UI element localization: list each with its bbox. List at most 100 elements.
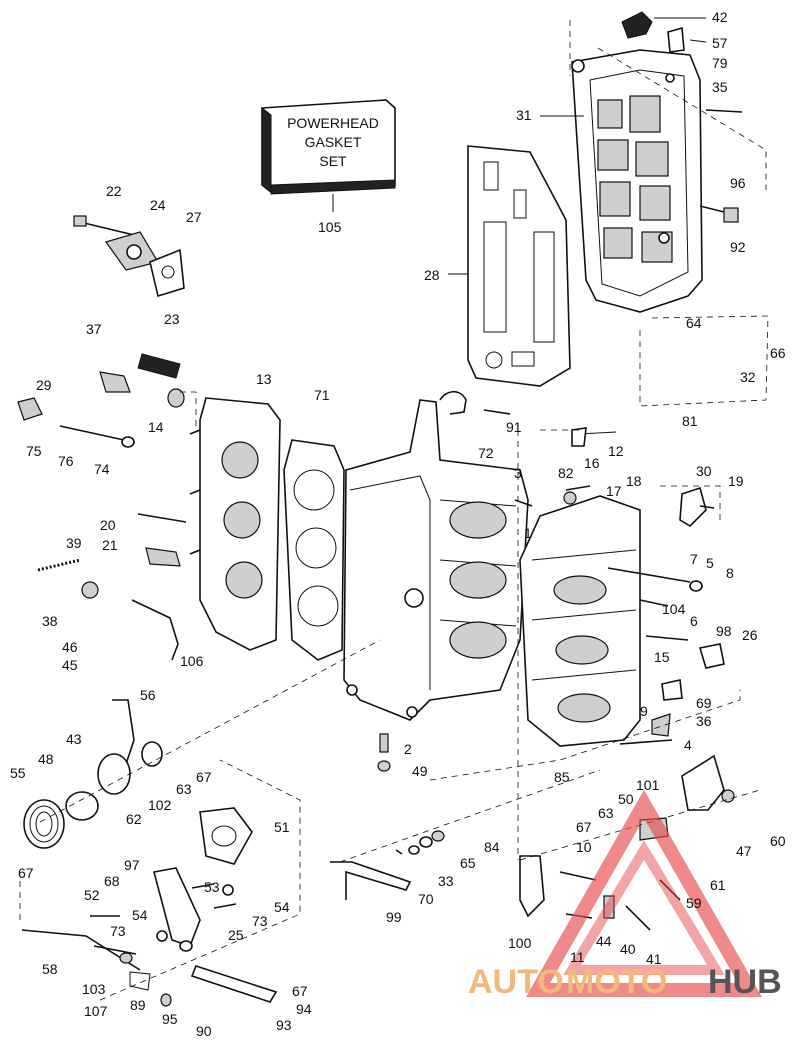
callout-number: 8 <box>726 565 734 581</box>
callout-number: 63 <box>176 781 192 797</box>
callout-number: 76 <box>58 453 74 469</box>
callout-number: 82 <box>558 465 574 481</box>
callout-number: 43 <box>66 731 82 747</box>
callout-number: 53 <box>204 879 220 895</box>
callout-number: 67 <box>292 983 308 999</box>
callout-number: 102 <box>148 797 172 813</box>
callout-number: 64 <box>686 315 702 331</box>
callout-number: 67 <box>18 865 34 881</box>
callout-number: 51 <box>274 819 290 835</box>
callout-number: 19 <box>728 473 744 489</box>
callout-number: 54 <box>132 907 148 923</box>
callout-number: 72 <box>478 445 494 461</box>
head-gasket <box>283 439 345 661</box>
callout-number: 63 <box>598 805 614 821</box>
callout-number: 16 <box>584 455 600 471</box>
callout-labels: 105 42 57 79 35 31 28 96 92 22 24 27 23 … <box>10 9 786 1039</box>
callout-number: 91 <box>506 419 522 435</box>
callout-number: 70 <box>418 891 434 907</box>
callout-number: 42 <box>712 9 728 25</box>
gasket-box-line2: GASKET <box>305 134 362 150</box>
callout-number: 26 <box>742 627 758 643</box>
callout-number: 24 <box>150 197 166 213</box>
callout-number: 60 <box>770 833 786 849</box>
callout-number: 7 <box>690 551 698 567</box>
callout-number: 74 <box>94 461 110 477</box>
gasket-set-box: POWERHEAD GASKET SET <box>261 99 396 212</box>
callout-number: 22 <box>106 183 122 199</box>
callout-number: 10 <box>576 839 592 855</box>
callout-number: 94 <box>296 1001 312 1017</box>
callout-number: 92 <box>730 239 746 255</box>
callout-number: 44 <box>596 933 612 949</box>
callout-number: 73 <box>110 923 126 939</box>
cylinder-block <box>343 390 533 772</box>
callout-number: 37 <box>86 321 102 337</box>
callout-number: 49 <box>412 763 428 779</box>
callout-number: 9 <box>640 703 648 719</box>
callout-number: 100 <box>508 935 532 951</box>
callout-number: 4 <box>684 737 692 753</box>
callout-number: 59 <box>686 895 702 911</box>
callout-number: 106 <box>180 653 204 669</box>
callout-number: 105 <box>318 219 342 235</box>
callout-number: 23 <box>164 311 180 327</box>
callout-number: 79 <box>712 55 728 71</box>
callout-number: 48 <box>38 751 54 767</box>
callout-number: 35 <box>712 79 728 95</box>
callout-number: 84 <box>484 839 500 855</box>
gasket-box-line3: SET <box>319 153 347 169</box>
callout-number: 104 <box>662 601 686 617</box>
callout-number: 6 <box>690 613 698 629</box>
callout-number: 55 <box>10 765 26 781</box>
callout-number: 41 <box>646 951 662 967</box>
callout-number: 32 <box>740 369 756 385</box>
callout-number: 17 <box>606 483 622 499</box>
callout-number: 62 <box>126 811 142 827</box>
callout-number: 89 <box>130 997 146 1013</box>
watermark-moto: MOTO <box>566 963 667 1001</box>
callout-number: 65 <box>460 855 476 871</box>
callout-number: 54 <box>274 899 290 915</box>
callout-number: 50 <box>618 791 634 807</box>
callout-number: 11 <box>570 949 585 965</box>
callout-number: 81 <box>682 413 698 429</box>
crankcase <box>519 427 725 747</box>
callout-number: 21 <box>102 537 118 553</box>
callout-number: 69 <box>696 695 712 711</box>
watermark-hub: HUB <box>708 963 782 1001</box>
callout-number: 93 <box>276 1017 292 1033</box>
exhaust-gasket <box>448 145 571 387</box>
left-upper-parts <box>17 215 187 661</box>
callout-number: 13 <box>256 371 272 387</box>
callout-number: 61 <box>710 877 726 893</box>
callout-number: 12 <box>608 443 624 459</box>
callout-number: 95 <box>162 1011 178 1027</box>
callout-number: 71 <box>314 387 330 403</box>
callout-number: 47 <box>736 843 752 859</box>
callout-number: 18 <box>626 473 642 489</box>
callout-number: 90 <box>196 1023 212 1039</box>
callout-number: 3 <box>514 465 522 481</box>
spring-coil <box>23 799 65 849</box>
callout-number: 96 <box>730 175 746 191</box>
callout-number: 101 <box>636 777 660 793</box>
callout-number: 2 <box>404 741 412 757</box>
callout-number: 28 <box>424 267 440 283</box>
callout-number: 45 <box>62 657 78 673</box>
watermark-auto: AUTO <box>468 963 564 1001</box>
callout-number: 29 <box>36 377 52 393</box>
callout-number: 85 <box>554 769 570 785</box>
top-right-fasteners <box>621 11 743 223</box>
automotohub-watermark: AUTO MOTO HUB <box>468 789 782 1001</box>
callout-number: 31 <box>516 107 532 123</box>
callout-number: 52 <box>84 887 100 903</box>
callout-number: 98 <box>716 623 732 639</box>
callout-number: 14 <box>148 419 164 435</box>
callout-number: 103 <box>82 981 106 997</box>
callout-number: 75 <box>26 443 42 459</box>
callout-number: 56 <box>140 687 156 703</box>
callout-number: 107 <box>84 1003 108 1019</box>
callout-number: 67 <box>196 769 212 785</box>
callout-number: 40 <box>620 941 636 957</box>
